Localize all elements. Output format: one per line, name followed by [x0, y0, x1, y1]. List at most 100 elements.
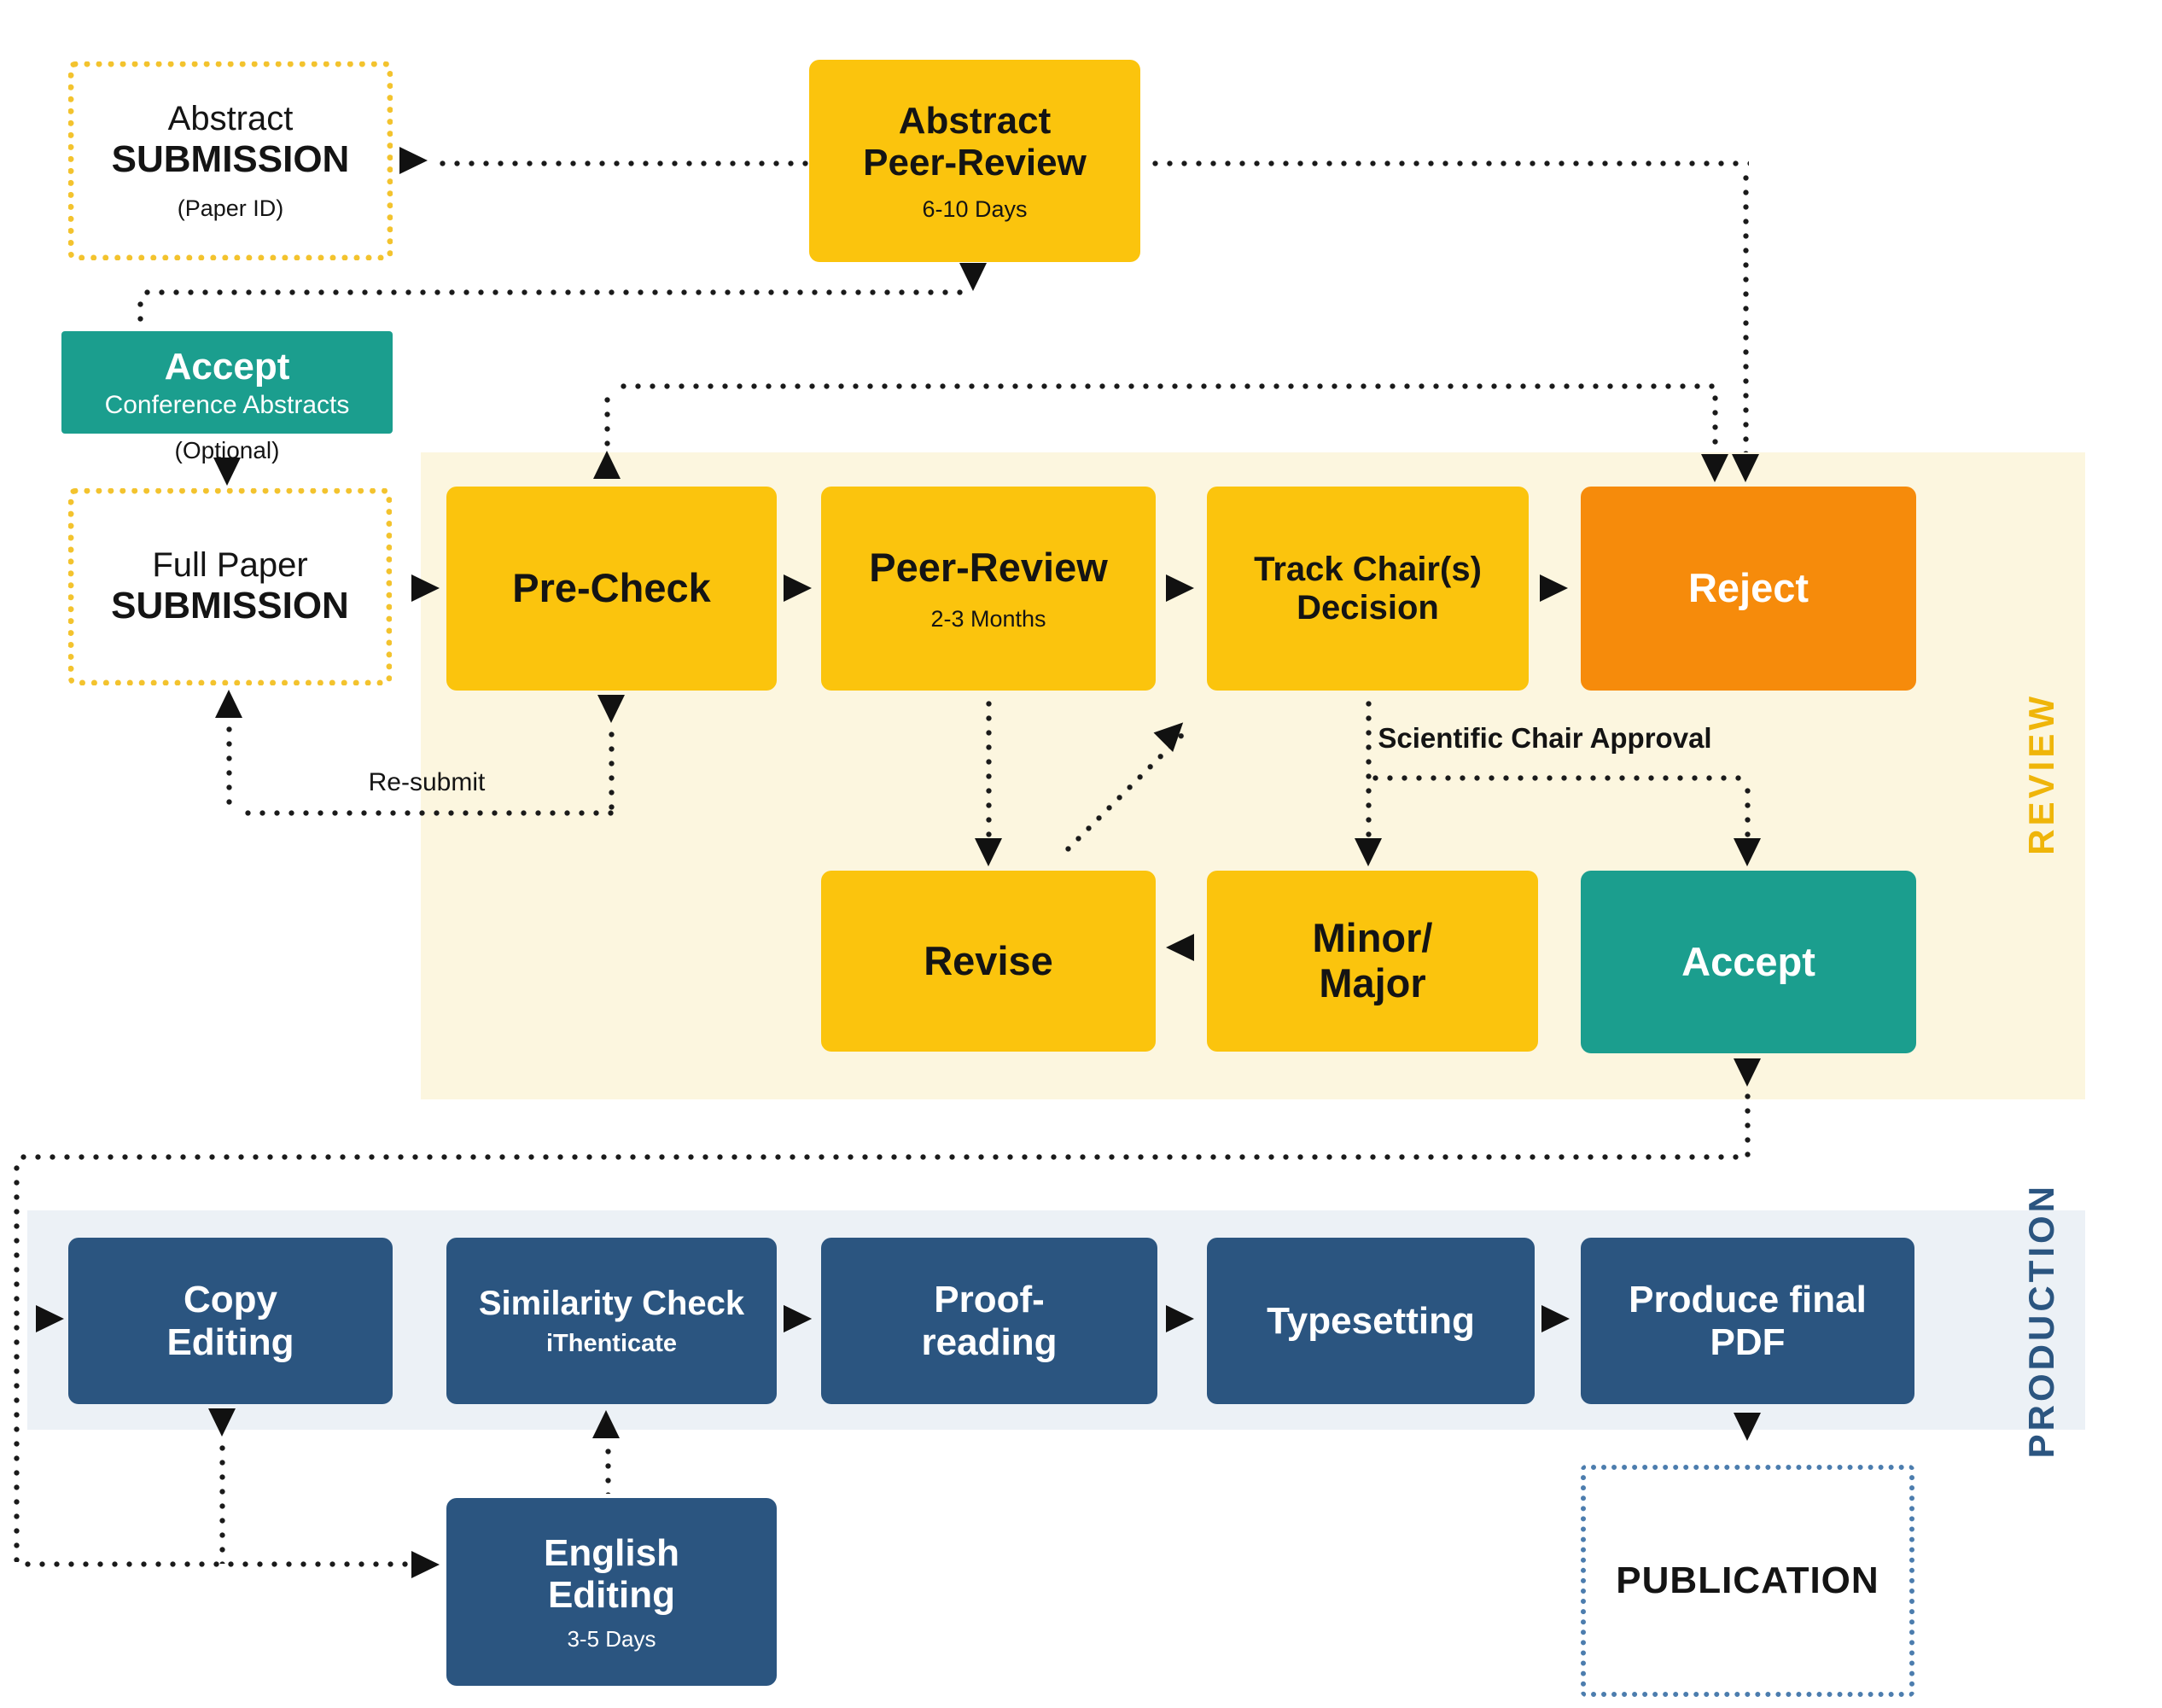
minor-major-line1: Minor/: [1312, 915, 1433, 961]
arrow-minormajor-to-revise-icon: [1166, 934, 1194, 961]
arrow-trackchair-to-reject-icon: [1540, 574, 1568, 602]
english-editing-note: 3-5 Days: [567, 1625, 656, 1652]
pre-check-line1: Pre-Check: [512, 565, 711, 611]
arrow-proof-to-typesetting-icon: [1166, 1305, 1194, 1332]
publication-box: PUBLICATION: [1581, 1465, 1914, 1697]
arrow-fullpaper-to-precheck-icon: [411, 574, 440, 602]
line-abstract-to-peerreview: [435, 160, 809, 166]
arrow-resubmit-down-icon: [597, 695, 625, 723]
line-precheck-reject: [616, 383, 1715, 389]
full-paper-line2: SUBMISSION: [111, 585, 349, 627]
track-chair-line2: Decision: [1297, 588, 1439, 627]
arrow-typesetting-to-produce-icon: [1541, 1305, 1570, 1332]
production-band-label: PRODUCTION: [2021, 1183, 2061, 1459]
produce-pdf-line2: PDF: [1710, 1320, 1786, 1363]
line-trackchair-to-minormajor: [1366, 697, 1372, 840]
abstract-peer-review-line2: Peer-Review: [863, 142, 1087, 184]
minor-major-line2: Major: [1319, 960, 1426, 1006]
publication-line1: PUBLICATION: [1616, 1559, 1879, 1602]
line-resubmit-up: [226, 722, 232, 813]
review-band-label: REVIEW: [2021, 693, 2061, 855]
line-into-english-editing: [20, 1561, 411, 1567]
reject-box: Reject: [1581, 487, 1916, 691]
similarity-check-line1: Similarity Check: [478, 1284, 745, 1322]
line-accept-down: [1745, 1089, 1751, 1159]
line-accept-to-left: [16, 1154, 1747, 1160]
line-english-up: [605, 1444, 611, 1494]
peer-review-box: Peer-Review 2-3 Months: [821, 487, 1156, 691]
full-paper-line1: Full Paper: [152, 546, 308, 585]
copy-editing-box: Copy Editing: [68, 1238, 393, 1404]
line-peerreview-right: [1148, 160, 1749, 166]
line-copyediting-down: [219, 1441, 225, 1564]
track-chair-line1: Track Chair(s): [1254, 550, 1482, 588]
typesetting-line1: Typesetting: [1267, 1299, 1475, 1342]
pre-check-box: Pre-Check: [446, 487, 777, 691]
resubmit-label: Re-submit: [368, 768, 486, 796]
reject-line1: Reject: [1687, 565, 1809, 611]
arrow-into-minormajor-icon: [1355, 838, 1382, 866]
proof-reading-line1: Proof-: [934, 1279, 1045, 1321]
arrow-abstract-out-icon: [399, 147, 428, 174]
abstract-submission-line1: Abstract: [167, 100, 294, 138]
abstract-submission-box: Abstract SUBMISSION (Paper ID): [68, 61, 393, 260]
proof-reading-box: Proof- reading: [821, 1238, 1157, 1404]
proof-reading-line2: reading: [921, 1320, 1058, 1363]
arrow-optional-down-icon: [213, 458, 241, 486]
accept-abstracts-box: Accept Conference Abstracts: [61, 331, 393, 434]
similarity-check-box: Similarity Check iThenticate: [446, 1238, 777, 1404]
line-approval-to-accept: [1745, 784, 1751, 840]
abstract-peer-review-line1: Abstract: [898, 100, 1052, 143]
arrow-precheck-up-icon: [593, 451, 621, 479]
track-chair-decision-box: Track Chair(s) Decision: [1207, 487, 1529, 691]
english-editing-line1: English: [544, 1532, 679, 1575]
arrow-into-copyediting-icon: [36, 1305, 64, 1332]
english-editing-line2: Editing: [547, 1574, 676, 1617]
accept-abstracts-line2: Conference Abstracts: [104, 390, 350, 419]
line-precheck-reject-down: [1712, 391, 1718, 452]
similarity-check-note: iThenticate: [545, 1329, 678, 1357]
line-peerreview-down-left: [140, 289, 964, 295]
line-peerreview-to-revise: [986, 697, 992, 840]
produce-final-pdf-box: Produce final PDF: [1581, 1238, 1914, 1404]
accept-line1: Accept: [1681, 938, 1815, 984]
abstract-submission-note: (Paper ID): [177, 195, 284, 222]
arrow-copyediting-down-icon: [208, 1408, 236, 1437]
revise-line1: Revise: [924, 937, 1053, 983]
arrow-into-revise-icon: [975, 838, 1002, 866]
arrow-into-reject-right-icon: [1732, 454, 1759, 482]
minor-major-box: Minor/ Major: [1207, 871, 1538, 1052]
arrow-into-accept-icon: [1734, 838, 1761, 866]
accept-box: Accept: [1581, 871, 1916, 1053]
arrow-into-english-icon: [411, 1551, 440, 1578]
arrow-resubmit-up-icon: [215, 690, 242, 718]
abstract-submission-line2: SUBMISSION: [111, 138, 350, 181]
arrow-into-reject-left-icon: [1701, 454, 1728, 482]
arrow-english-to-similarity-icon: [592, 1410, 620, 1438]
line-scientific-approval: [1368, 775, 1747, 781]
revise-box: Revise: [821, 871, 1156, 1052]
arrow-similarity-to-proof-icon: [784, 1305, 812, 1332]
peer-review-note: 2-3 Months: [930, 605, 1046, 632]
line-resubmit-horizontal: [241, 810, 615, 816]
copy-editing-line1: Copy: [184, 1279, 277, 1321]
line-into-accept-abstracts: [137, 297, 143, 329]
abstract-peer-review-note: 6-10 Days: [922, 195, 1028, 222]
line-peerreview-down-to-reject: [1743, 171, 1749, 452]
line-left-edge-down: [14, 1161, 20, 1562]
full-paper-submission-box: Full Paper SUBMISSION: [68, 488, 392, 685]
line-precheck-up: [604, 393, 610, 449]
typesetting-box: Typesetting: [1207, 1238, 1535, 1404]
scientific-chair-approval-label: Scientific Chair Approval: [1378, 722, 1712, 754]
peer-review-line1: Peer-Review: [869, 545, 1108, 591]
line-resubmit-down: [609, 727, 615, 813]
arrow-precheck-to-peerreview-icon: [784, 574, 812, 602]
arrow-peerreview-down-icon: [959, 263, 987, 291]
arrow-accept-down-icon: [1734, 1058, 1761, 1087]
abstract-peer-review-box: Abstract Peer-Review 6-10 Days: [809, 60, 1140, 262]
produce-pdf-line1: Produce final: [1629, 1279, 1867, 1321]
english-editing-box: English Editing 3-5 Days: [446, 1498, 777, 1686]
arrow-peerreview-to-trackchair-icon: [1166, 574, 1194, 602]
arrow-produce-to-publication-icon: [1734, 1413, 1761, 1441]
